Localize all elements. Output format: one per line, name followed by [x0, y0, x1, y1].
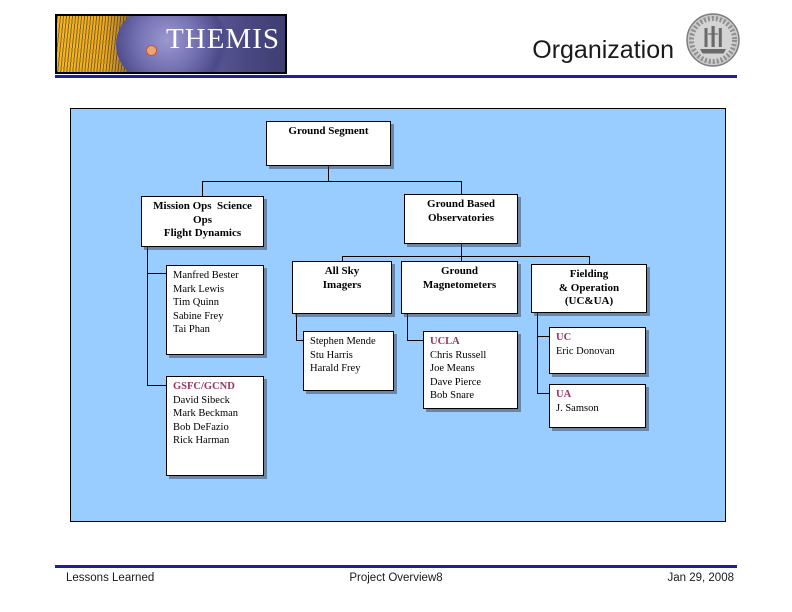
org-node-fielding-operation: Fielding & Operation (UC&UA)	[531, 264, 647, 313]
member-name: Harald Frey	[310, 363, 361, 374]
footer-date: Jan 29, 2008	[667, 572, 734, 584]
org-node-all-sky-team: Stephen Mende Stu Harris Harald Frey	[303, 331, 394, 391]
member-name: Dave Pierce	[430, 376, 482, 388]
node-heading: GSFC/GCND	[173, 381, 235, 392]
node-label: Ground Based	[427, 198, 495, 210]
footer-slide-label: Project Overview8	[349, 572, 443, 584]
node-label: Flight Dynamics	[163, 227, 242, 239]
member-name: Tim Quinn	[173, 297, 220, 308]
connector-line	[328, 166, 329, 182]
connector-line	[407, 314, 408, 341]
connector-line	[537, 336, 549, 337]
org-chart-panel: Ground Segment Mission Ops Science Ops F…	[70, 108, 726, 522]
node-label: Ops	[193, 213, 212, 226]
connector-line	[202, 181, 462, 182]
member-name: David Sibeck	[173, 394, 230, 406]
node-heading: UA	[556, 389, 572, 400]
node-label: & Operation	[558, 281, 620, 294]
member-name: Eric Donovan	[556, 345, 615, 357]
connector-line	[342, 256, 343, 262]
member-name: Joe Means	[430, 363, 475, 374]
node-label: Ground Segment	[288, 125, 369, 137]
member-name: Bob Snare	[430, 390, 475, 401]
connector-line	[461, 244, 462, 256]
node-label: Ground	[440, 265, 479, 277]
footer-lessons-learned: Lessons Learned	[66, 572, 155, 584]
connector-line	[461, 181, 462, 194]
org-node-uc-team: UC Eric Donovan	[549, 327, 646, 374]
connector-line	[342, 256, 590, 257]
connector-line	[589, 256, 590, 265]
node-label: (UC&UA)	[564, 295, 614, 307]
logo-magnetosphere	[116, 16, 231, 72]
member-name: Mark Lewis	[173, 283, 225, 295]
member-name: Chris Russell	[430, 349, 487, 361]
member-name: Sabine Frey	[173, 310, 224, 322]
node-label: Fielding	[569, 268, 609, 280]
logo-probe-dot	[145, 45, 157, 57]
connector-line	[147, 247, 148, 386]
org-node-ground-based-observatories: Ground Based Observatories	[404, 194, 518, 244]
node-label: Imagers	[322, 278, 362, 291]
node-label: Mission Ops Science	[153, 200, 252, 212]
connector-line	[296, 340, 303, 341]
node-heading: UC	[556, 332, 572, 343]
node-label: All Sky	[324, 265, 360, 277]
themis-logo: THEMIS	[55, 14, 287, 74]
slide-title: Organization	[532, 36, 674, 64]
connector-line	[537, 313, 538, 394]
org-node-ua-team: UA J. Samson	[549, 384, 646, 428]
org-node-ground-magnetometers: Ground Magnetometers	[401, 261, 518, 314]
connector-line	[147, 385, 166, 386]
connector-line	[537, 393, 549, 394]
university-seal-icon	[686, 13, 740, 67]
member-name: Stephen Mende	[310, 336, 376, 347]
connector-line	[296, 314, 297, 341]
node-label: Observatories	[428, 211, 494, 224]
org-node-mission-ops: Mission Ops Science Ops Flight Dynamics	[141, 196, 264, 247]
node-label: Magnetometers	[422, 278, 497, 291]
member-name: Manfred Bester	[173, 270, 239, 281]
logo-text: THEMIS	[166, 23, 280, 55]
connector-line	[461, 256, 462, 262]
node-heading: UCLA	[430, 336, 460, 347]
member-name: Bob DeFazio	[173, 421, 229, 433]
org-node-gsfc-gcnd: GSFC/GCND David Sibeck Mark Beckman Bob …	[166, 376, 264, 476]
connector-line	[202, 181, 203, 196]
member-name: J. Samson	[556, 402, 599, 414]
header-rule	[55, 75, 737, 78]
org-node-mission-ops-team: Manfred Bester Mark Lewis Tim Quinn Sabi…	[166, 265, 264, 355]
connector-line	[147, 273, 166, 274]
connector-line	[407, 340, 423, 341]
member-name: Tai Phan	[173, 324, 210, 335]
org-node-ground-segment: Ground Segment	[266, 121, 391, 166]
org-node-all-sky-imagers: All Sky Imagers	[292, 261, 392, 314]
footer-rule	[55, 565, 737, 568]
member-name: Rick Harman	[173, 435, 230, 446]
org-node-ucla-team: UCLA Chris Russell Joe Means Dave Pierce…	[423, 331, 518, 409]
member-name: Mark Beckman	[173, 408, 239, 419]
member-name: Stu Harris	[310, 349, 353, 361]
